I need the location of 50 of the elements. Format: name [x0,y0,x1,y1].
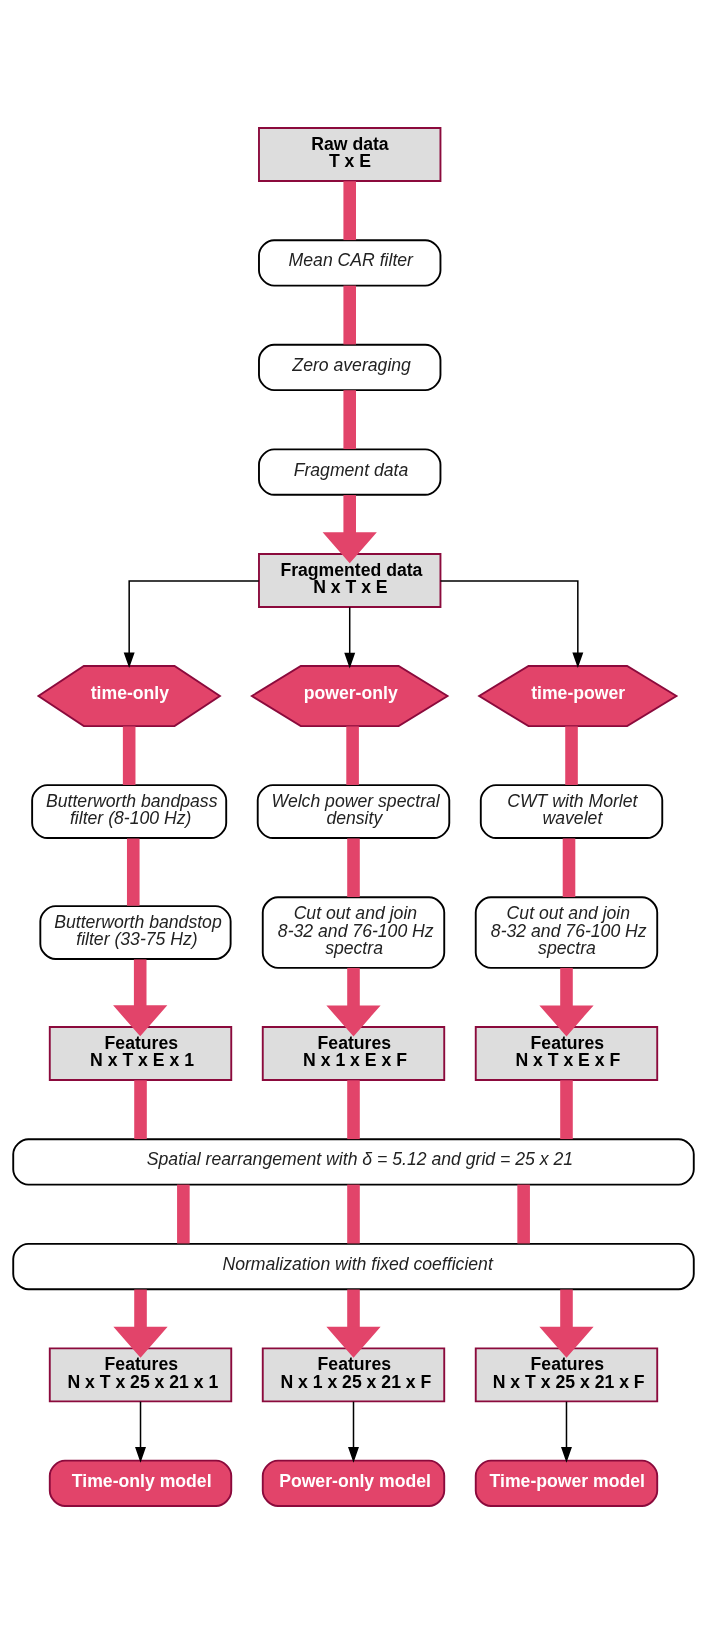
arrow [348,1400,359,1463]
arrow [561,1400,572,1463]
node-box: Power-only model [261,1459,446,1507]
node-box: Normalization with fixed coefficient [12,1242,695,1291]
arrow [322,495,377,564]
arrow [113,1289,168,1358]
connector [517,1184,530,1244]
node-box: Features N x T x 25 x 21 x F [474,1347,659,1403]
connector [562,838,576,898]
arrow [326,967,381,1037]
node-box: Welch power spectral density [256,784,451,839]
node-box: Fragmented data N x T x E [258,553,442,608]
node-box: Features N x 1 x 25 x 21 x F [261,1347,446,1403]
connector [347,1184,360,1244]
arrow [539,967,594,1037]
connector [560,1080,573,1140]
node-box: Raw data T x E [258,127,442,182]
connector [346,726,359,785]
node-box: Cut out and join 8-32 and 76-100 Hz spectra [474,896,659,969]
arrow [113,959,168,1037]
connector [347,1080,360,1140]
connector [347,838,360,898]
arrow [344,606,356,669]
node-box: Spatial rearrangement with δ = 5.12 and grid = 25 x 21 [12,1138,695,1186]
node-box: Features N x T x E x 1 [48,1026,233,1081]
node-box: Time-power model [474,1459,659,1507]
node-box: Features N x 1 x E x F [261,1026,446,1081]
connector [126,838,140,906]
node-box: Butterworth bandstop filter (33-75 Hz) [39,905,232,960]
arrow [539,1289,594,1358]
connector [343,390,357,450]
connector [343,181,357,241]
connector [343,285,357,345]
node-box: CWT with Morlet wavelet [479,784,664,839]
node-box: Features N x T x E x F [474,1026,659,1081]
connector [177,1184,190,1244]
node-box: Zero averaging [258,343,442,392]
connector [134,1080,147,1140]
node-box: Features N x T x 25 x 21 x 1 [48,1347,233,1403]
connector [122,726,136,785]
connector [565,726,578,785]
node-box: Mean CAR filter [258,239,442,287]
arrow [123,580,260,669]
arrow [439,580,584,669]
node-box: Time-only model [48,1459,233,1507]
arrow [135,1400,146,1463]
node-box: Cut out and join 8-32 and 76-100 Hz spectra [261,896,446,969]
node-box: Butterworth bandpass filter (8-100 Hz) [31,784,228,839]
node-box: Fragment data [258,448,442,496]
arrow [326,1289,381,1358]
